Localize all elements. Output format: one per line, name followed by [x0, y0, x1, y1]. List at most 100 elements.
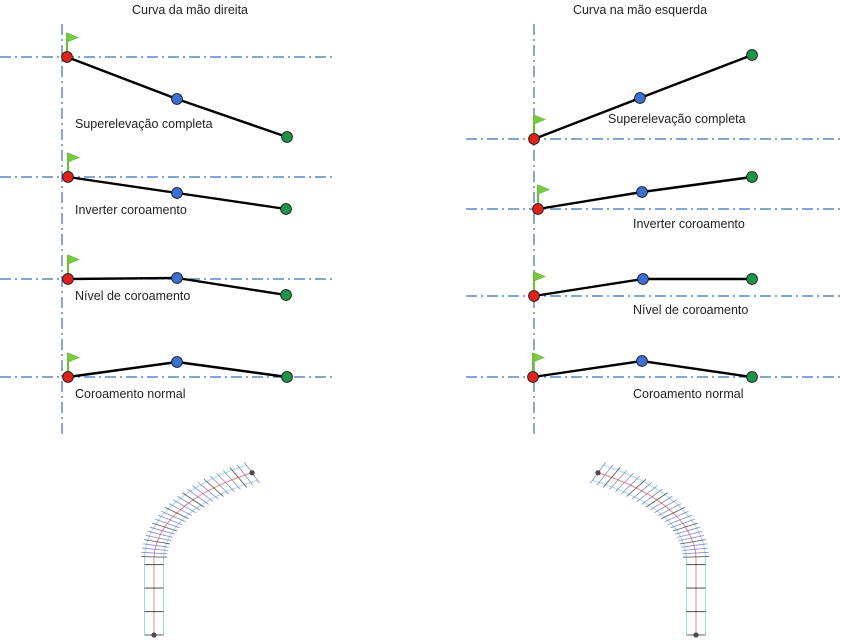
- profile-point-middle[interactable]: [171, 93, 183, 105]
- stage-label-reverse-crown: Inverter coroamento: [633, 217, 745, 231]
- profile-point-start[interactable]: [61, 51, 73, 63]
- cross-section-tick: [609, 469, 628, 490]
- plan-endpoint-marker[interactable]: [693, 632, 699, 638]
- flag-banner-icon: [67, 352, 81, 363]
- plan-view-left-curve: [590, 461, 709, 638]
- cross-section-tick: [682, 551, 709, 555]
- profile-point-end[interactable]: [280, 289, 292, 301]
- cross-section-tick: [681, 547, 708, 551]
- profile-crown-level: [62, 272, 292, 301]
- cross-section-tick: [172, 499, 196, 514]
- profile-point-end[interactable]: [746, 171, 758, 183]
- cross-section-tick: [657, 503, 682, 517]
- profile-point-middle[interactable]: [171, 272, 183, 284]
- cross-section-tick: [216, 472, 235, 493]
- flag-banner-icon: [67, 152, 81, 163]
- cross-section-tick: [645, 492, 668, 508]
- flag-banner-icon: [532, 352, 546, 363]
- cross-section-tick: [667, 514, 693, 526]
- profile-crown-level: [528, 273, 758, 302]
- cross-section-tick: [664, 510, 689, 523]
- cross-section-tick: [222, 469, 241, 490]
- road-edge-right: [592, 479, 687, 635]
- cross-section-tick: [636, 485, 658, 503]
- cross-section-tick: [674, 526, 701, 535]
- cross-section-tick: [142, 547, 169, 551]
- profile-point-end[interactable]: [281, 131, 293, 143]
- cross-section-tick: [149, 526, 176, 535]
- cross-section-tick: [142, 543, 169, 548]
- profile-point-middle[interactable]: [637, 273, 649, 285]
- cross-section-tick: [203, 478, 224, 497]
- profile-point-end[interactable]: [746, 273, 758, 285]
- panel-title-right-hand-curve: Curva da mão direita: [132, 3, 248, 17]
- profile-point-middle[interactable]: [171, 187, 183, 199]
- profile-reverse-crown: [62, 171, 292, 215]
- flag-banner-icon: [537, 184, 551, 195]
- cross-section-tick: [631, 482, 653, 500]
- stage-label-normal-crown: Coroamento normal: [633, 387, 743, 401]
- cross-section-tick: [661, 506, 686, 520]
- cross-section-tick: [168, 503, 193, 517]
- cross-section-tick: [654, 499, 678, 514]
- road-centerline: [153, 472, 253, 635]
- stage-label-normal-crown: Coroamento normal: [75, 387, 185, 401]
- profile-point-middle[interactable]: [636, 355, 648, 367]
- stage-label-crown-level: Nível de coroamento: [75, 289, 190, 303]
- profile-normal-crown: [527, 355, 758, 383]
- cross-section-tick: [182, 492, 205, 508]
- profile-point-end[interactable]: [746, 371, 758, 383]
- cross-section-tick: [145, 535, 172, 542]
- road-centerline: [597, 472, 697, 635]
- plan-endpoint-marker[interactable]: [595, 470, 601, 476]
- cross-section-tick: [197, 482, 219, 500]
- profile-point-start[interactable]: [528, 133, 540, 145]
- cross-section-tick: [187, 488, 209, 505]
- profile-point-middle[interactable]: [636, 186, 648, 198]
- cross-section-tick: [152, 522, 178, 532]
- cross-section-tick: [679, 539, 706, 545]
- cross-section-tick: [641, 488, 663, 505]
- profile-point-end[interactable]: [280, 203, 292, 215]
- cross-section-tick: [681, 543, 708, 548]
- cross-section-tick: [164, 506, 189, 520]
- cross-section-tick: [236, 464, 254, 486]
- profile-point-start[interactable]: [62, 371, 74, 383]
- profile-point-start[interactable]: [528, 290, 540, 302]
- flag-banner-icon: [533, 271, 547, 282]
- road-edge-left: [163, 479, 258, 635]
- cross-section-tick: [650, 495, 673, 511]
- cross-section-tick: [141, 556, 168, 558]
- stage-label-reverse-crown: Inverter coroamento: [75, 203, 187, 217]
- plan-view-right-curve: [141, 461, 260, 638]
- profile-point-start[interactable]: [62, 171, 74, 183]
- stage-label-full-superelevation: Superelevação completa: [608, 112, 746, 126]
- profile-point-end[interactable]: [281, 371, 293, 383]
- plan-endpoint-marker[interactable]: [249, 470, 255, 476]
- profile-point-middle[interactable]: [634, 92, 646, 104]
- panel-title-left-hand-curve: Curva na mão esquerda: [573, 3, 707, 17]
- plan-endpoint-marker[interactable]: [151, 632, 157, 638]
- stage-label-crown-level: Nível de coroamento: [633, 303, 748, 317]
- cross-section-tick: [596, 464, 614, 486]
- cross-section-tick: [615, 472, 634, 493]
- profile-point-start[interactable]: [527, 371, 539, 383]
- profile-normal-crown: [62, 356, 293, 383]
- cross-section-tick: [672, 522, 698, 532]
- profile-point-end[interactable]: [746, 49, 758, 61]
- cross-section-tick: [147, 530, 174, 538]
- profile-reverse-crown: [532, 171, 758, 215]
- cross-section-tick: [676, 530, 703, 538]
- cross-section-tick: [154, 518, 180, 529]
- cross-section-tick: [678, 535, 705, 542]
- profile-point-start[interactable]: [532, 203, 544, 215]
- profile-point-start[interactable]: [62, 273, 74, 285]
- profile-point-middle[interactable]: [171, 356, 183, 368]
- cross-section-tick: [626, 478, 647, 497]
- cross-section-tick: [141, 551, 168, 555]
- cross-section-tick: [177, 495, 200, 511]
- stage-label-full-superelevation: Superelevação completa: [75, 117, 213, 131]
